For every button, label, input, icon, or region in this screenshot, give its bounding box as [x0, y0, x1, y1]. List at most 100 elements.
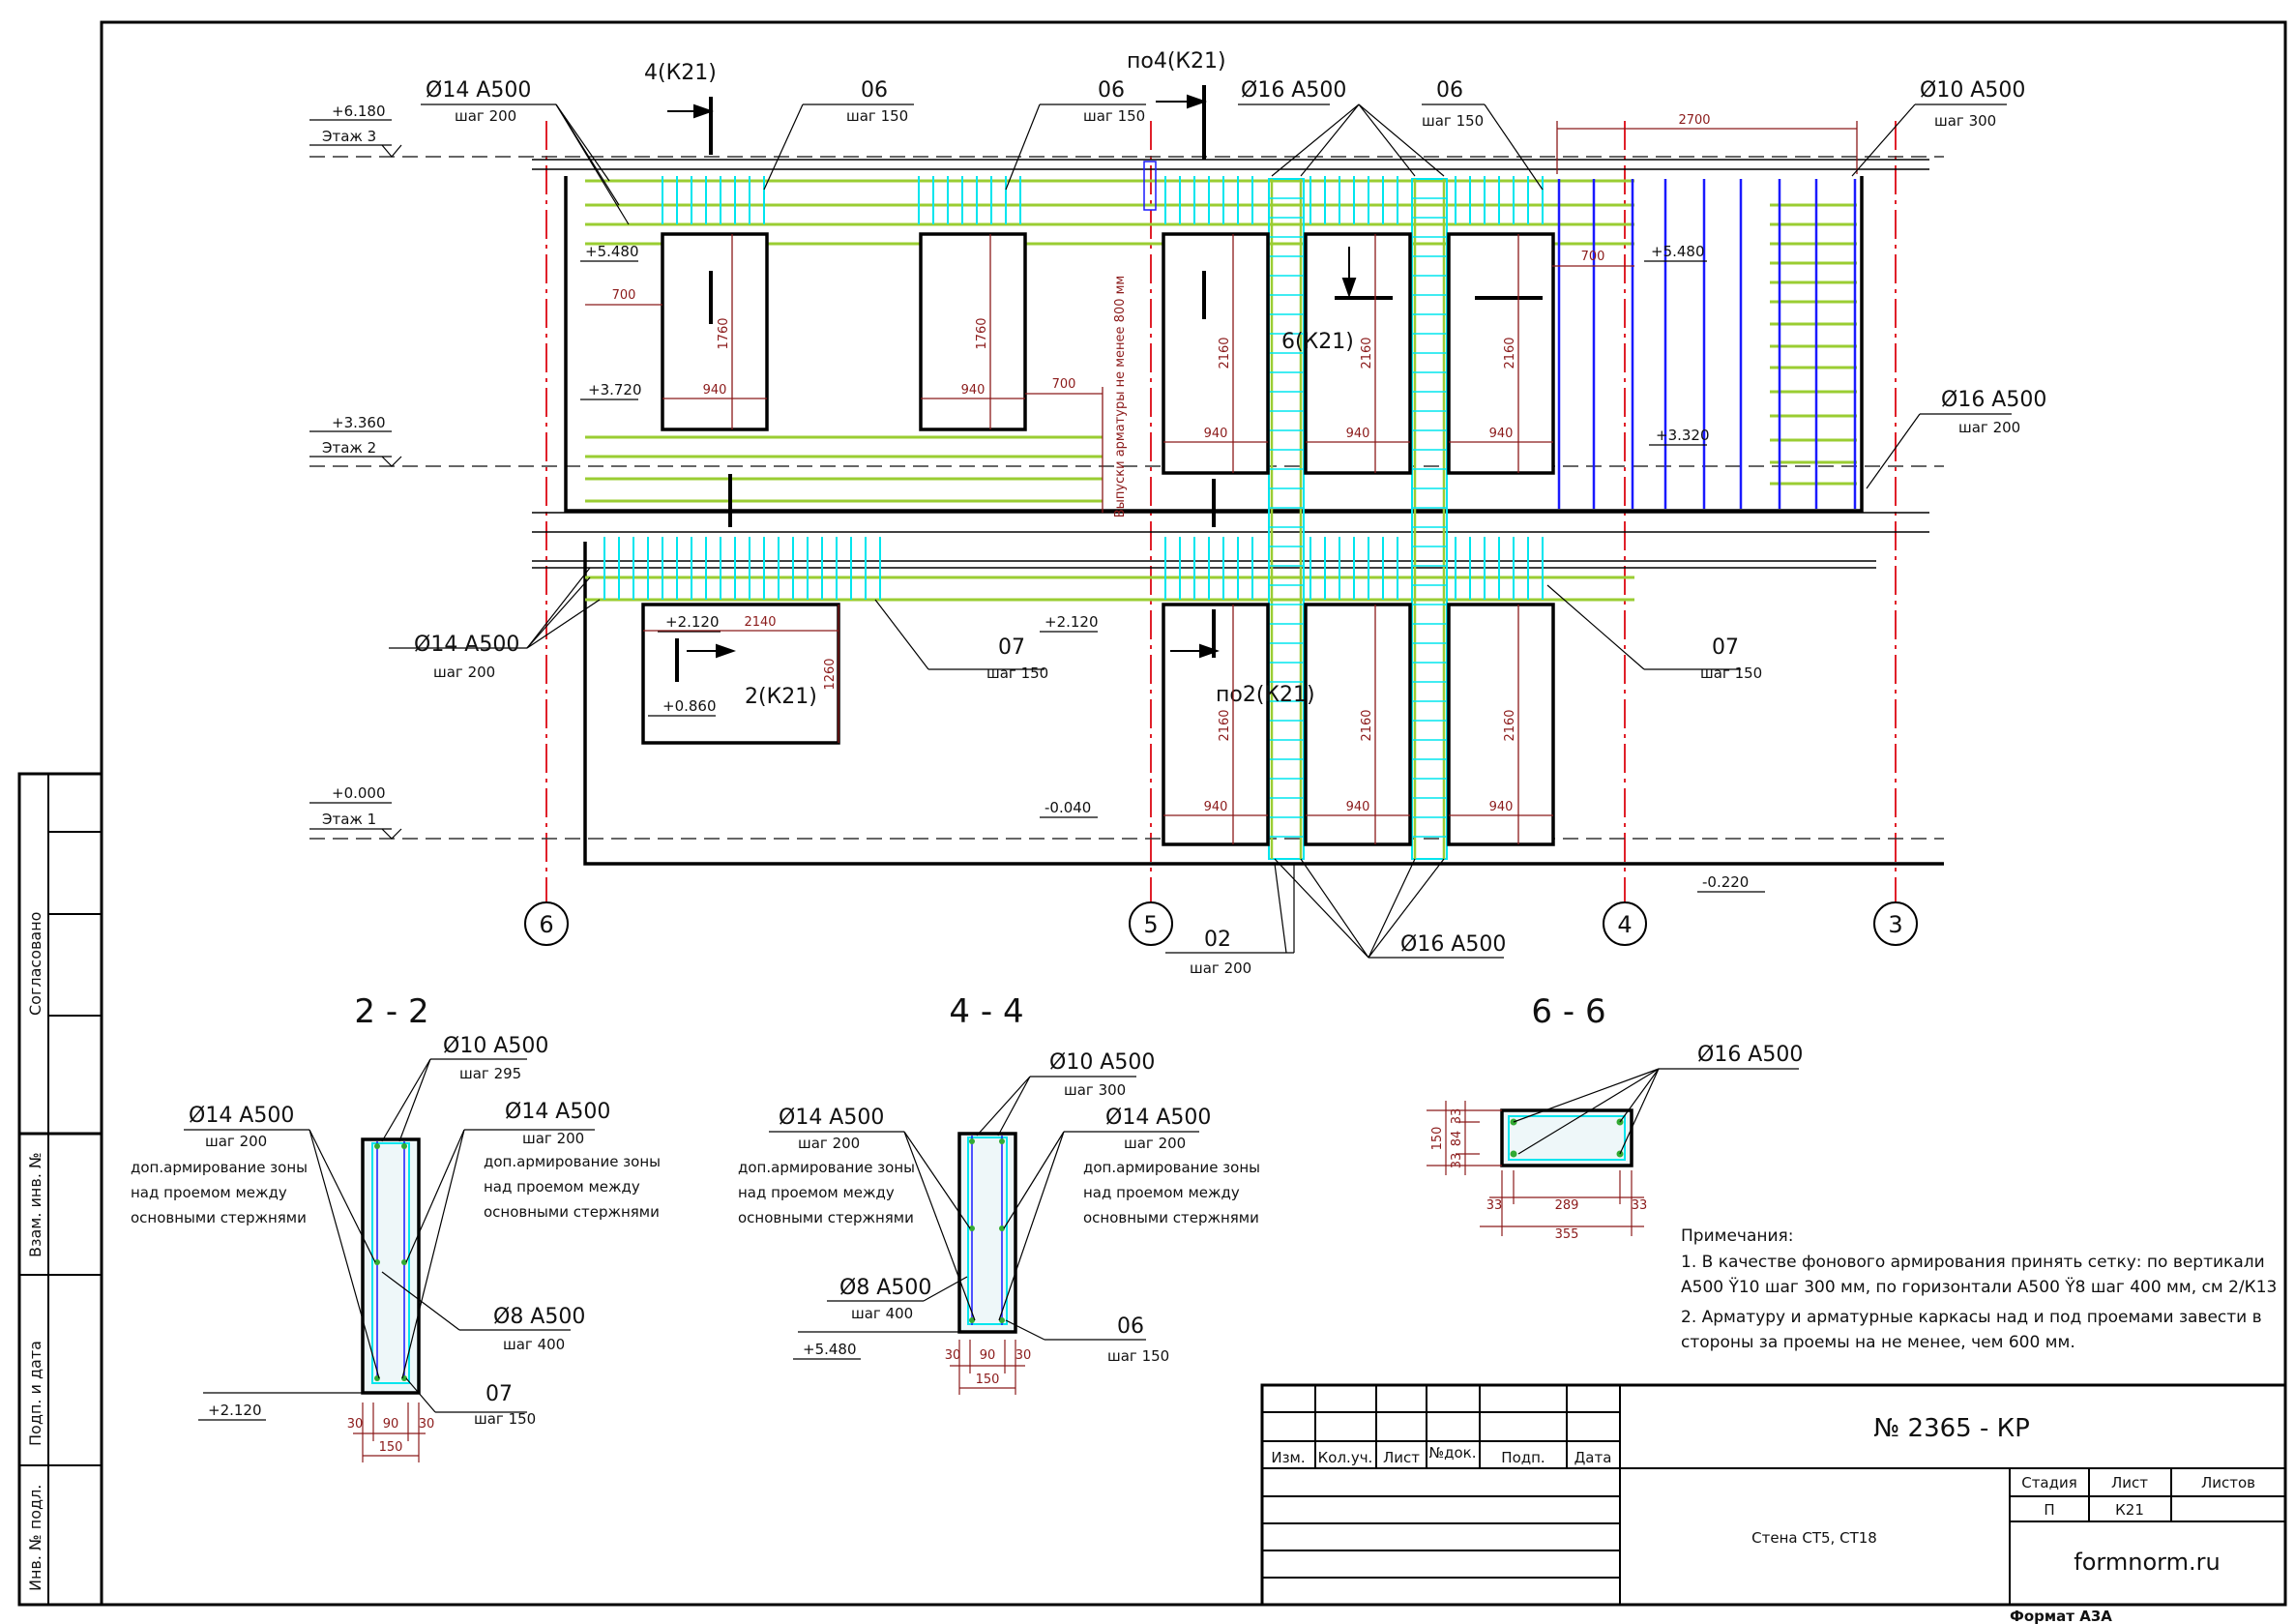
s22-o7-pitch: шаг 150	[474, 1410, 536, 1428]
notes-line-3: 2. Арматуру и арматурные каркасы над и п…	[1681, 1308, 2262, 1327]
callout-phi16-top: Ø16 А500	[1241, 78, 1346, 103]
dim-1260: 1260	[823, 658, 838, 690]
axis-bubble-5	[1129, 901, 1173, 946]
s66-dim-150: 150	[1430, 1127, 1445, 1151]
format-label: Формат А3А	[2010, 1608, 2112, 1624]
s66-dim-33c: 33	[1486, 1198, 1503, 1213]
opening-2-1	[661, 232, 769, 431]
s22-phi14-l-note-2: над проемом между	[131, 1184, 287, 1201]
callout-o6-a-pitch: шаг 150	[846, 107, 908, 125]
stamp-replace-inv: Взам. инв. №	[26, 1152, 44, 1257]
s22-dim-30a: 30	[347, 1417, 364, 1432]
callout-phi14-top-pitch: шаг 200	[455, 107, 516, 125]
s22-phi14-r-note-2: над проемом между	[484, 1178, 640, 1196]
s44-phi14-l-note-2: над проемом между	[738, 1184, 895, 1201]
tb-hdr-date: Дата	[1574, 1449, 1612, 1466]
s22-phi14-r-note-1: доп.армирование зоны	[484, 1153, 661, 1170]
callout-o6-c-pitch: шаг 150	[1422, 112, 1484, 130]
s44-dim-30a: 30	[945, 1348, 961, 1363]
callout-phi16-right-pitch: шаг 200	[1958, 419, 2020, 436]
callout-o2-bottom: 02	[1204, 928, 1231, 952]
callout-o7-mid: 07	[998, 635, 1025, 660]
wall-outline	[532, 159, 1944, 866]
dim-2140: 2140	[744, 615, 776, 630]
s44-dim-90: 90	[980, 1348, 996, 1363]
opening-1-1	[641, 603, 840, 745]
elevation-labels: +5.480 +3.720 +2.120 +0.860 +2.120 -0.04…	[580, 243, 1765, 893]
tb-code: № 2365 - КР	[1873, 1414, 2030, 1443]
vertical-rebar-blue	[1557, 179, 1857, 509]
elev-0860: +0.860	[662, 697, 717, 715]
tb-hdr-change: Изм.	[1271, 1449, 1305, 1466]
s44-phi14-r-note-1: доп.армирование зоны	[1083, 1159, 1260, 1176]
section-2-2-title: 2 - 2	[354, 992, 428, 1031]
rebar-outlet-note: Выпуски арматуры не менее 800 мм	[1113, 276, 1128, 518]
section-2-2: 2 - 2 Ø10 А500 шаг 295 Ø14 А500 шаг 200 …	[131, 992, 661, 1462]
tb-hdr-docno: №док.	[1429, 1444, 1477, 1462]
s44-phi14-r-note-2: над проемом между	[1083, 1184, 1240, 1201]
marker-6-k21: 6(К21)	[1281, 330, 1354, 354]
s22-dim-30b: 30	[419, 1417, 435, 1432]
s22-phi10: Ø10 А500	[443, 1034, 548, 1058]
stirrups-cyan	[603, 176, 1544, 600]
dim-2160-d: 2160	[1218, 709, 1232, 741]
marker-2-k21: 2(К21)	[745, 685, 817, 709]
axis-bubble-4	[1603, 901, 1647, 946]
callout-phi14-top: Ø14 А500	[426, 78, 531, 103]
callout-o2-bottom-pitch: шаг 200	[1190, 960, 1251, 977]
section-arrows	[667, 94, 1357, 659]
callout-o6-c: 06	[1436, 78, 1463, 103]
dim-1760-b: 1760	[975, 317, 989, 349]
dim-700-b: 700	[1581, 250, 1605, 264]
elev-5480-right: +5.480	[1651, 243, 1705, 260]
callout-o6-b-pitch: шаг 150	[1083, 107, 1145, 125]
s44-elev: +5.480	[803, 1341, 857, 1358]
dim-940-a: 940	[703, 383, 727, 398]
tb-stage: П	[2044, 1501, 2054, 1519]
dim-940-h: 940	[1489, 800, 1514, 814]
s22-phi10-pitch: шаг 295	[459, 1065, 521, 1082]
tb-hdr-count: Кол.уч.	[1318, 1449, 1373, 1466]
callout-texts: Ø14 А500 шаг 200 06 шаг 150 06 шаг 150 Ø…	[414, 78, 2046, 977]
s66-dim-33a: 33	[1450, 1108, 1464, 1125]
callout-o6-a: 06	[861, 78, 888, 103]
s44-phi14-l-note-3: основными стержнями	[738, 1209, 914, 1226]
s22-phi14-r-pitch: шаг 200	[522, 1130, 584, 1147]
s44-o6-pitch: шаг 150	[1107, 1347, 1169, 1365]
dim-940-d: 940	[1346, 427, 1370, 441]
axis-bubble-3	[1873, 901, 1918, 946]
tb-stage-hdr: Стадия	[2021, 1474, 2077, 1491]
callout-phi10-top-pitch: шаг 300	[1934, 112, 1996, 130]
elev-3720: +3.720	[588, 381, 642, 399]
s22-phi14-l-note-1: доп.армирование зоны	[131, 1159, 308, 1176]
notes-line-2: А500 Ÿ10 шаг 300 мм, по горизонтали А500…	[1681, 1277, 2277, 1297]
elev-2120-left: +2.120	[665, 613, 720, 631]
s22-phi8-pitch: шаг 400	[503, 1336, 565, 1353]
s66-dim-33d: 33	[1632, 1198, 1648, 1213]
column-ladders	[1143, 161, 1448, 860]
callout-o7-right-pitch: шаг 150	[1700, 664, 1762, 682]
elev-3320: +3.320	[1656, 427, 1710, 444]
section-marker-labels: 4(К21) по4(К21) 6(К21) 2(К21) по2(К21)	[644, 49, 1354, 709]
level-floor-3: Этаж 3	[322, 128, 376, 145]
stamp-agreed: Согласовано	[26, 912, 44, 1016]
dim-2160-e: 2160	[1360, 709, 1374, 741]
dim-940-e: 940	[1489, 427, 1514, 441]
level-mark-2: +3.360	[332, 414, 386, 431]
dim-2700: 2700	[1678, 113, 1710, 128]
elev-minus0220: -0.220	[1702, 873, 1749, 891]
s22-phi14-l: Ø14 А500	[189, 1104, 294, 1128]
dim-940-f: 940	[1204, 800, 1228, 814]
s66-dim-355: 355	[1555, 1227, 1579, 1242]
callout-phi16-right: Ø16 А500	[1941, 388, 2046, 412]
dim-2160-a: 2160	[1218, 337, 1232, 369]
s44-phi14-l-pitch: шаг 200	[798, 1135, 860, 1152]
stamp-sign-date: Подп. и дата	[26, 1341, 44, 1446]
horizontal-rebar	[585, 179, 1857, 602]
tb-sheet-hdr: Лист	[2111, 1474, 2148, 1491]
dim-940-b: 940	[961, 383, 986, 398]
opening-2-3	[1162, 232, 1270, 475]
elev-5480-left: +5.480	[585, 243, 639, 260]
dim-940-c: 940	[1204, 427, 1228, 441]
